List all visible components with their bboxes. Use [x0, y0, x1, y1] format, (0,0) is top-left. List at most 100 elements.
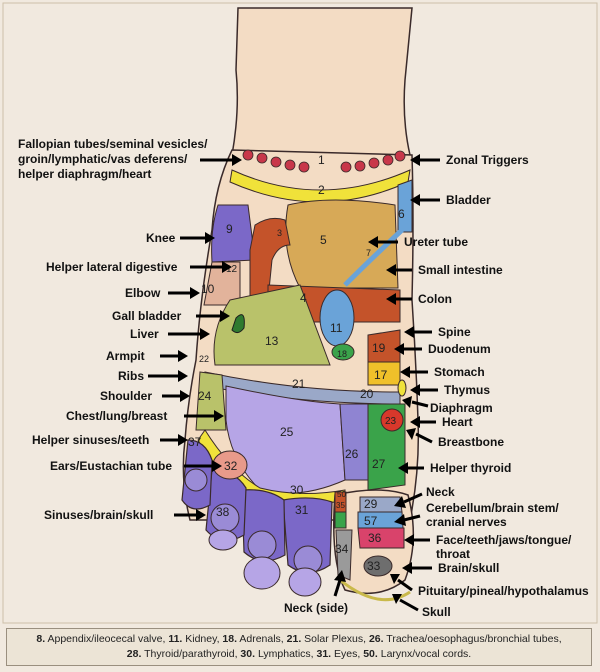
label-chest-lung-breast: Chest/lung/breast — [66, 409, 167, 423]
legend-entry: 28. Thyroid/parathyroid, — [126, 648, 241, 660]
zone-number: 36 — [368, 531, 382, 545]
zone-number: 26 — [345, 447, 359, 461]
label-fallopian-1: Fallopian tubes/seminal vesicles/ — [18, 137, 208, 151]
right-labels: Zonal Triggers Bladder Ureter tube Small… — [284, 153, 589, 619]
zone-36 — [357, 527, 405, 549]
zone-number: 31 — [295, 503, 309, 517]
zone-number: 32 — [224, 459, 238, 473]
label-bladder: Bladder — [446, 193, 491, 207]
zone-number: 30 — [290, 483, 304, 497]
zone-23 — [380, 408, 404, 432]
zone-number: 20 — [360, 387, 374, 401]
leg-ankle — [231, 7, 413, 156]
label-duodenum: Duodenum — [428, 342, 491, 356]
zone-number: 33 — [367, 559, 381, 573]
zone-number: 50 — [337, 490, 346, 499]
legend-entry: 30. Lymphatics, — [240, 648, 317, 660]
zone-number: 57 — [364, 514, 378, 528]
zone-5 — [285, 199, 399, 289]
zone-number: 29 — [364, 497, 378, 511]
zone-number: 18 — [337, 349, 347, 359]
label-thymus: Thymus — [444, 383, 490, 397]
zone-number: 10 — [201, 282, 215, 296]
arrows — [148, 154, 440, 612]
zone-13 — [213, 284, 331, 366]
zone-number: 22 — [199, 354, 209, 364]
zone-number: 11 — [330, 321, 343, 335]
legend-entry: 26. Trachea/oesophagus/bronchial tubes, — [368, 633, 562, 645]
zone-number: 24 — [198, 389, 212, 403]
zone-18 — [331, 343, 355, 361]
label-zonal-triggers: Zonal Triggers — [446, 153, 529, 167]
zone-9 — [211, 204, 256, 263]
zone-number: 25 — [280, 425, 294, 439]
zone-35 — [334, 511, 347, 529]
label-neck: Neck — [426, 485, 455, 499]
zone-number: 3 — [277, 228, 282, 238]
zone-34 — [335, 529, 353, 581]
skull-outline — [339, 578, 411, 602]
label-fallopian-2: groin/lymphatic/vas deferens/ — [18, 152, 188, 166]
zone-6 — [397, 179, 413, 233]
zone-3 — [249, 217, 291, 301]
zone-number: 5 — [320, 233, 327, 247]
zone-number: 27 — [372, 457, 386, 471]
label-brain-skull: Brain/skull — [438, 561, 499, 575]
label-liver: Liver — [130, 327, 159, 341]
label-colon: Colon — [418, 292, 452, 306]
zone-11 — [319, 289, 355, 347]
legend-entry: 11. Kidney, — [168, 633, 223, 645]
label-cerebellum-1: Cerebellum/brain stem/ — [426, 501, 559, 515]
ureter-tube — [343, 228, 404, 287]
label-cerebellum-2: cranial nerves — [426, 515, 507, 529]
legend-box: 8. Appendix/ileocecal valve, 11. Kidney,… — [6, 628, 592, 666]
label-spine: Spine — [438, 325, 471, 339]
label-small-intestine: Small intestine — [418, 263, 503, 277]
legend-entry: 31. Eyes, — [316, 648, 364, 660]
label-helper-sinuses-teeth: Helper sinuses/teeth — [32, 433, 149, 447]
label-diaphragm: Diaphragm — [430, 401, 493, 415]
zone-33 — [363, 555, 393, 577]
zone-number: 35 — [336, 501, 345, 510]
zone-number: 34 — [335, 542, 349, 556]
label-helper-lateral-digestive: Helper lateral digestive — [46, 260, 178, 274]
zone-number: 38 — [216, 505, 230, 519]
zone-number-labels: 1 2 3 4 5 6 7 9 10 11 12 13 17 18 19 20 … — [188, 153, 405, 573]
left-labels: Fallopian tubes/seminal vesicles/ groin/… — [18, 137, 208, 522]
zone-number: 6 — [398, 207, 405, 221]
label-breastbone: Breastbone — [438, 435, 504, 449]
zone-number: 19 — [372, 341, 386, 355]
label-armpit: Armpit — [106, 349, 145, 363]
zone-number: 12 — [226, 264, 238, 275]
label-elbow: Elbow — [125, 286, 161, 300]
zonal-trigger-dots — [242, 149, 406, 173]
zone-26 — [339, 403, 369, 481]
zone-number: 2 — [318, 183, 325, 197]
label-pituitary: Pituitary/pineal/hypothalamus — [418, 584, 589, 598]
label-neck-side: Neck (side) — [284, 601, 348, 615]
zone-number: 7 — [366, 248, 371, 258]
zone-number: 9 — [226, 222, 233, 236]
legend-entry: 18. Adrenals, — [222, 633, 287, 645]
zone-number: 1 — [318, 153, 325, 167]
label-skull: Skull — [422, 605, 451, 619]
label-face-2: throat — [436, 547, 470, 561]
zone-22 — [397, 379, 407, 397]
zone-number: 21 — [292, 377, 306, 391]
label-ureter-tube: Ureter tube — [404, 235, 468, 249]
label-helper-thyroid: Helper thyroid — [430, 461, 511, 475]
legend-entry: 8. Appendix/ileocecal valve, — [36, 633, 169, 645]
legend-entry: 21. Solar Plexus, — [286, 633, 369, 645]
label-ribs: Ribs — [118, 369, 144, 383]
zone-number: 37 — [188, 435, 202, 449]
gall-bladder-shape — [231, 314, 245, 334]
label-ears-eustachian: Ears/Eustachian tube — [50, 459, 172, 473]
zone-number: 4 — [300, 291, 307, 305]
big-toe — [333, 489, 415, 595]
label-face-1: Face/teeth/jaws/tongue/ — [436, 533, 572, 547]
label-knee: Knee — [146, 231, 176, 245]
small-toes — [181, 439, 333, 597]
legend-entry: 50. Larynx/vocal cords. — [363, 648, 472, 660]
label-fallopian-3: helper diaphragm/heart — [18, 167, 151, 181]
